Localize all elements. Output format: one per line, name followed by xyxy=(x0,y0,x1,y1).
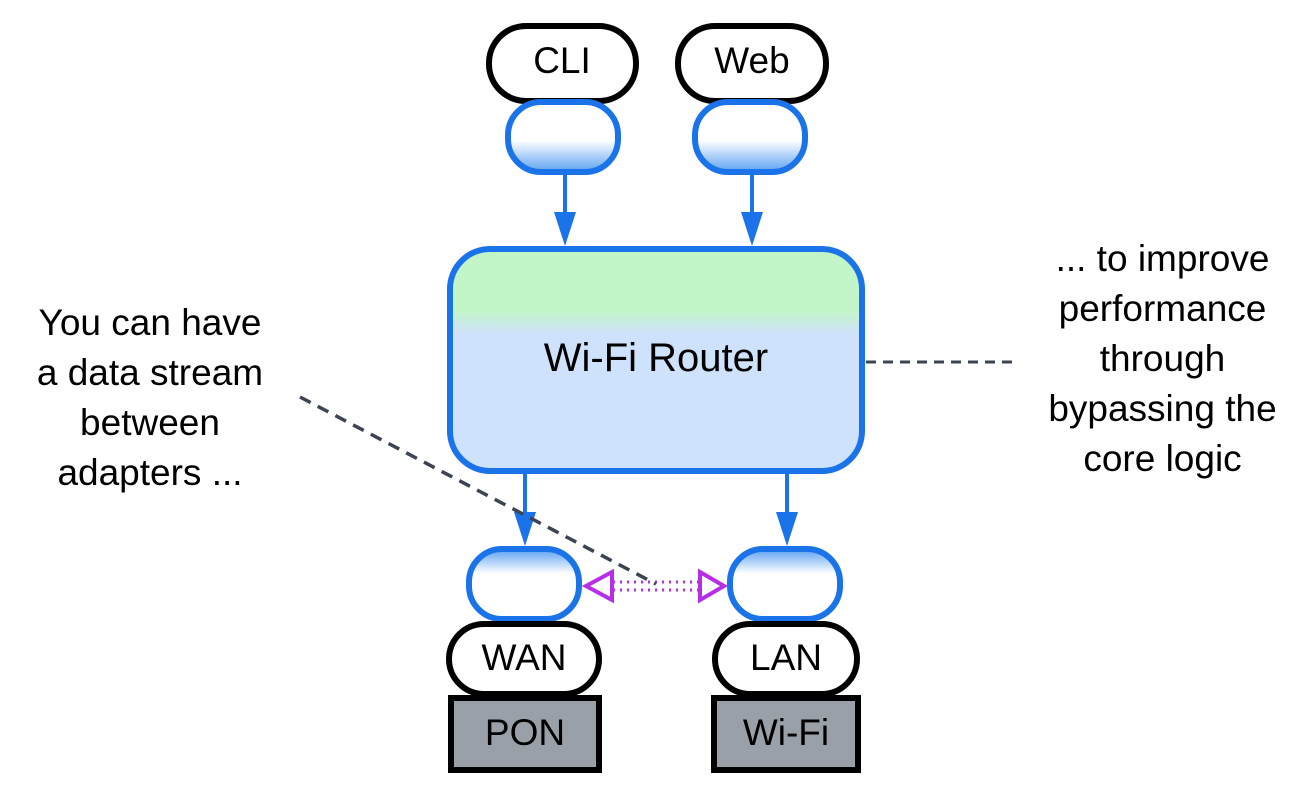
left-note-line: a data stream xyxy=(36,352,264,393)
wan-adapter: WAN xyxy=(446,621,602,697)
wan-pill xyxy=(446,621,602,697)
pon-box xyxy=(448,695,602,773)
lan-label: LAN xyxy=(750,637,822,678)
left-note-line: You can have xyxy=(38,302,262,343)
wan-port xyxy=(466,546,582,622)
right-note-line: core logic xyxy=(1083,438,1242,479)
wan-label: WAN xyxy=(482,637,567,678)
wifi-hardware: Wi-Fi xyxy=(711,695,861,773)
wifi-box xyxy=(711,695,861,773)
bypass-stream-arrow xyxy=(581,568,728,604)
cli-port xyxy=(505,99,621,175)
wifi-router-core xyxy=(447,246,865,474)
right-note: ... to improve performance through bypas… xyxy=(1020,234,1305,484)
pon-hardware: PON xyxy=(448,695,602,773)
right-note-line: bypassing the xyxy=(1048,388,1277,429)
right-note-line: through xyxy=(1099,338,1226,379)
cli-label: CLI xyxy=(533,40,591,81)
lan-adapter: LAN xyxy=(712,621,860,697)
web-to-core-arrow xyxy=(741,174,763,246)
core-to-lan-arrow xyxy=(776,474,798,546)
left-note: You can have a data stream between adapt… xyxy=(0,298,300,498)
web-interface: Web xyxy=(675,23,829,104)
web-port xyxy=(692,99,808,175)
left-note-line: between xyxy=(80,402,220,443)
pon-label: PON xyxy=(485,712,565,753)
web-label: Web xyxy=(714,40,789,81)
lan-pill xyxy=(712,621,860,697)
left-note-connector xyxy=(299,395,657,586)
bypass-arrowhead-right xyxy=(698,568,728,604)
right-note-line: ... to improve xyxy=(1055,238,1270,279)
left-note-line: adapters ... xyxy=(57,452,243,493)
right-note-line: performance xyxy=(1058,288,1267,329)
wifi-label: Wi-Fi xyxy=(743,712,829,753)
bypass-arrowhead-left xyxy=(581,568,614,604)
cli-to-core-arrow xyxy=(554,174,576,246)
lan-port xyxy=(727,546,843,622)
cli-interface: CLI xyxy=(486,23,639,104)
core-to-wan-arrow xyxy=(514,474,536,546)
core-label: Wi-Fi Router xyxy=(544,336,768,380)
